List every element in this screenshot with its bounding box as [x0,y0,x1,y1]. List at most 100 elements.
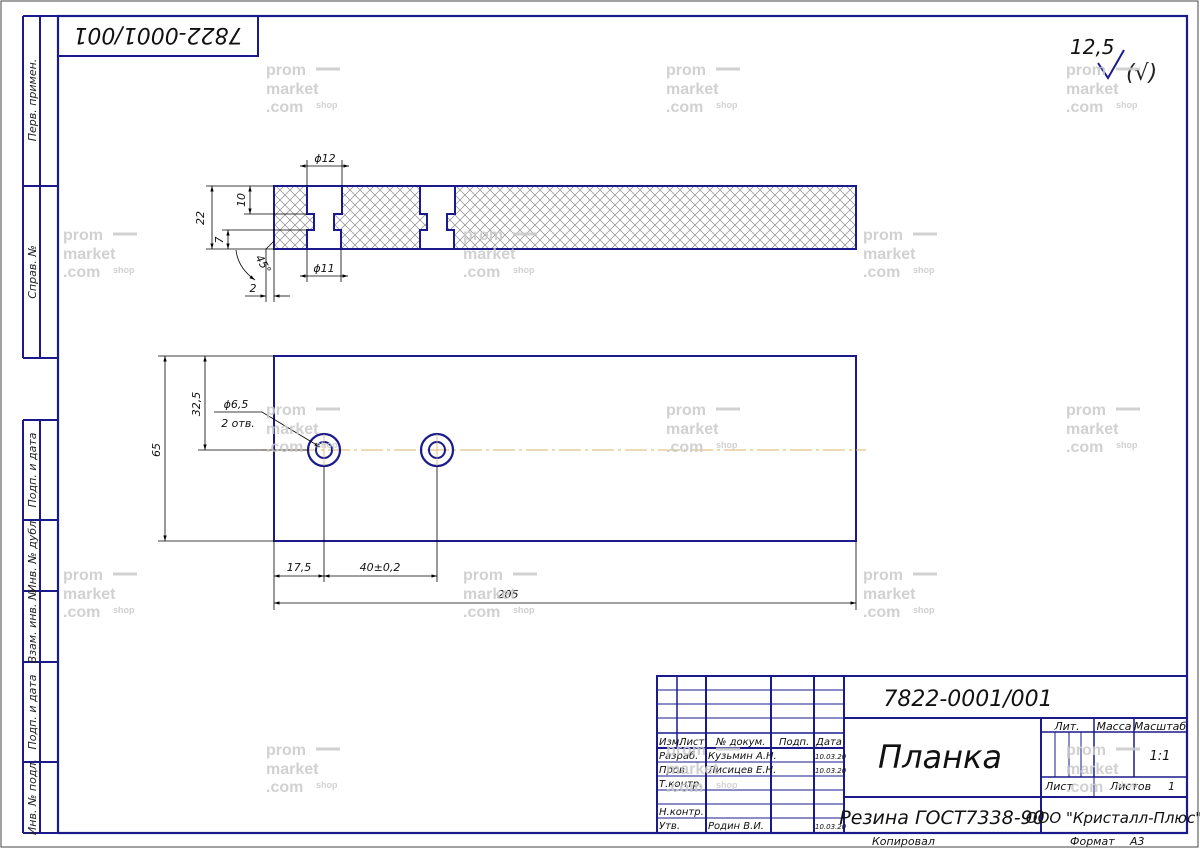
watermark-line1: prom [1066,742,1106,759]
th-podp: Подп. [779,737,809,748]
row-role: Т.контр. [659,779,702,790]
watermark-line2: market [666,81,719,98]
rotated-drawing-number: 7822-0001/001 [73,22,242,47]
row-date: 10.03.20 [815,753,847,761]
watermark-line3: .com [463,604,500,621]
dim-chamfer-angle: 45° [253,253,274,276]
watermark-suffix: shop [913,605,935,615]
watermark-suffix: shop [316,440,338,450]
roughness-check-icon [1097,49,1125,80]
watermark-suffix: shop [716,780,738,790]
watermark-line1: prom [666,742,706,759]
watermark-line1: prom [1066,62,1106,79]
watermark-line3: .com [863,264,900,281]
th-data: Дата [815,737,842,748]
title-part-name: Планка [878,738,1002,776]
watermark-line2: market [463,586,516,603]
section-dimension-lines [206,160,349,302]
watermark-line3: .com [266,439,303,456]
title-sheets-label: Листов [1109,780,1151,793]
main-frame [56,14,1189,835]
watermark-line3: .com [63,604,100,621]
title-material: Резина ГОСТ7338-90 [839,807,1045,829]
watermark-line1: prom [1066,402,1106,419]
watermark-line1: prom [863,227,903,244]
watermark-line2: market [863,246,916,263]
watermark-line2: market [1066,421,1119,438]
side-label-inv-podl: Инв. № подл. [26,759,39,835]
watermark-suffix: shop [316,100,338,110]
watermark: prom market.com shop [463,567,537,621]
title-format-value: А3 [1129,835,1145,848]
side-label-podp-data-1: Подп. и дата [26,432,39,507]
side-label-inv-dubl: Инв. № дубл. [26,517,39,592]
title-masshtab-label: Масштаб [1134,720,1186,733]
side-label-perv-primen: Перв. примен. [26,59,39,142]
row-role: Утв. [659,821,680,832]
row-role: Н.контр. [659,807,704,818]
row-name: Лисицев Е.Н. [707,765,776,776]
watermark-line2: market [863,586,916,603]
watermark-line1: prom [666,402,706,419]
watermark-suffix: shop [513,265,535,275]
watermark-line1: prom [463,567,503,584]
title-organization: ООО "Кристалл-Плюс" [1026,809,1200,827]
side-label-sprav-no: Справ. № [26,245,39,299]
dim-c2: 2 [250,282,257,295]
watermark-suffix: shop [113,605,135,615]
dim-d12: ϕ12 [314,152,335,165]
row-date: 10.03.20 [815,767,847,775]
dim-holes: 2 отв. [221,417,255,430]
side-label-vzam-inv: Взам. инв. № [26,589,39,664]
watermark-suffix: shop [513,605,535,615]
watermark-line2: market [463,246,516,263]
watermark-suffix: shop [1116,780,1138,790]
watermark-line3: .com [463,264,500,281]
watermark-line2: market [266,761,319,778]
row-name: Кузьмин А.Н. [708,751,777,762]
roughness-value: 12,5 [1070,35,1115,59]
dim-l205: 205 [498,588,519,601]
th-izm: Изм. [659,737,683,748]
watermark-line3: .com [266,779,303,796]
dim-d11: ϕ11 [313,262,334,275]
watermark-line2: market [266,81,319,98]
watermark-suffix: shop [316,780,338,790]
watermark-suffix: shop [716,100,738,110]
watermark-line2: market [666,421,719,438]
watermark-line2: market [1066,761,1119,778]
watermark-line1: prom [63,227,103,244]
side-label-podp-data-2: Подп. и дата [26,674,39,749]
dim-x40: 40±0,2 [360,561,401,574]
watermark-line2: market [1066,81,1119,98]
plan-view [262,355,866,542]
watermark-line3: .com [63,264,100,281]
row-role: Пров. [659,765,688,776]
watermark-line1: prom [666,62,706,79]
title-scale-value: 1:1 [1150,749,1171,764]
row-role: Разраб. [659,750,698,762]
watermark-suffix: shop [913,265,935,275]
dim-x17-5: 17,5 [287,561,312,574]
plan-dimension-lines [158,355,857,610]
watermark-line1: prom [863,567,903,584]
watermark-line3: .com [666,779,703,796]
title-sheet-label: Лист [1044,780,1073,793]
title-massa-label: Масса [1096,720,1131,733]
watermark-line1: prom [266,402,306,419]
watermark: prom market.com shop [266,742,340,796]
watermark-suffix: shop [113,265,135,275]
watermark-line1: prom [266,742,306,759]
dim-h65: 65 [150,443,163,457]
